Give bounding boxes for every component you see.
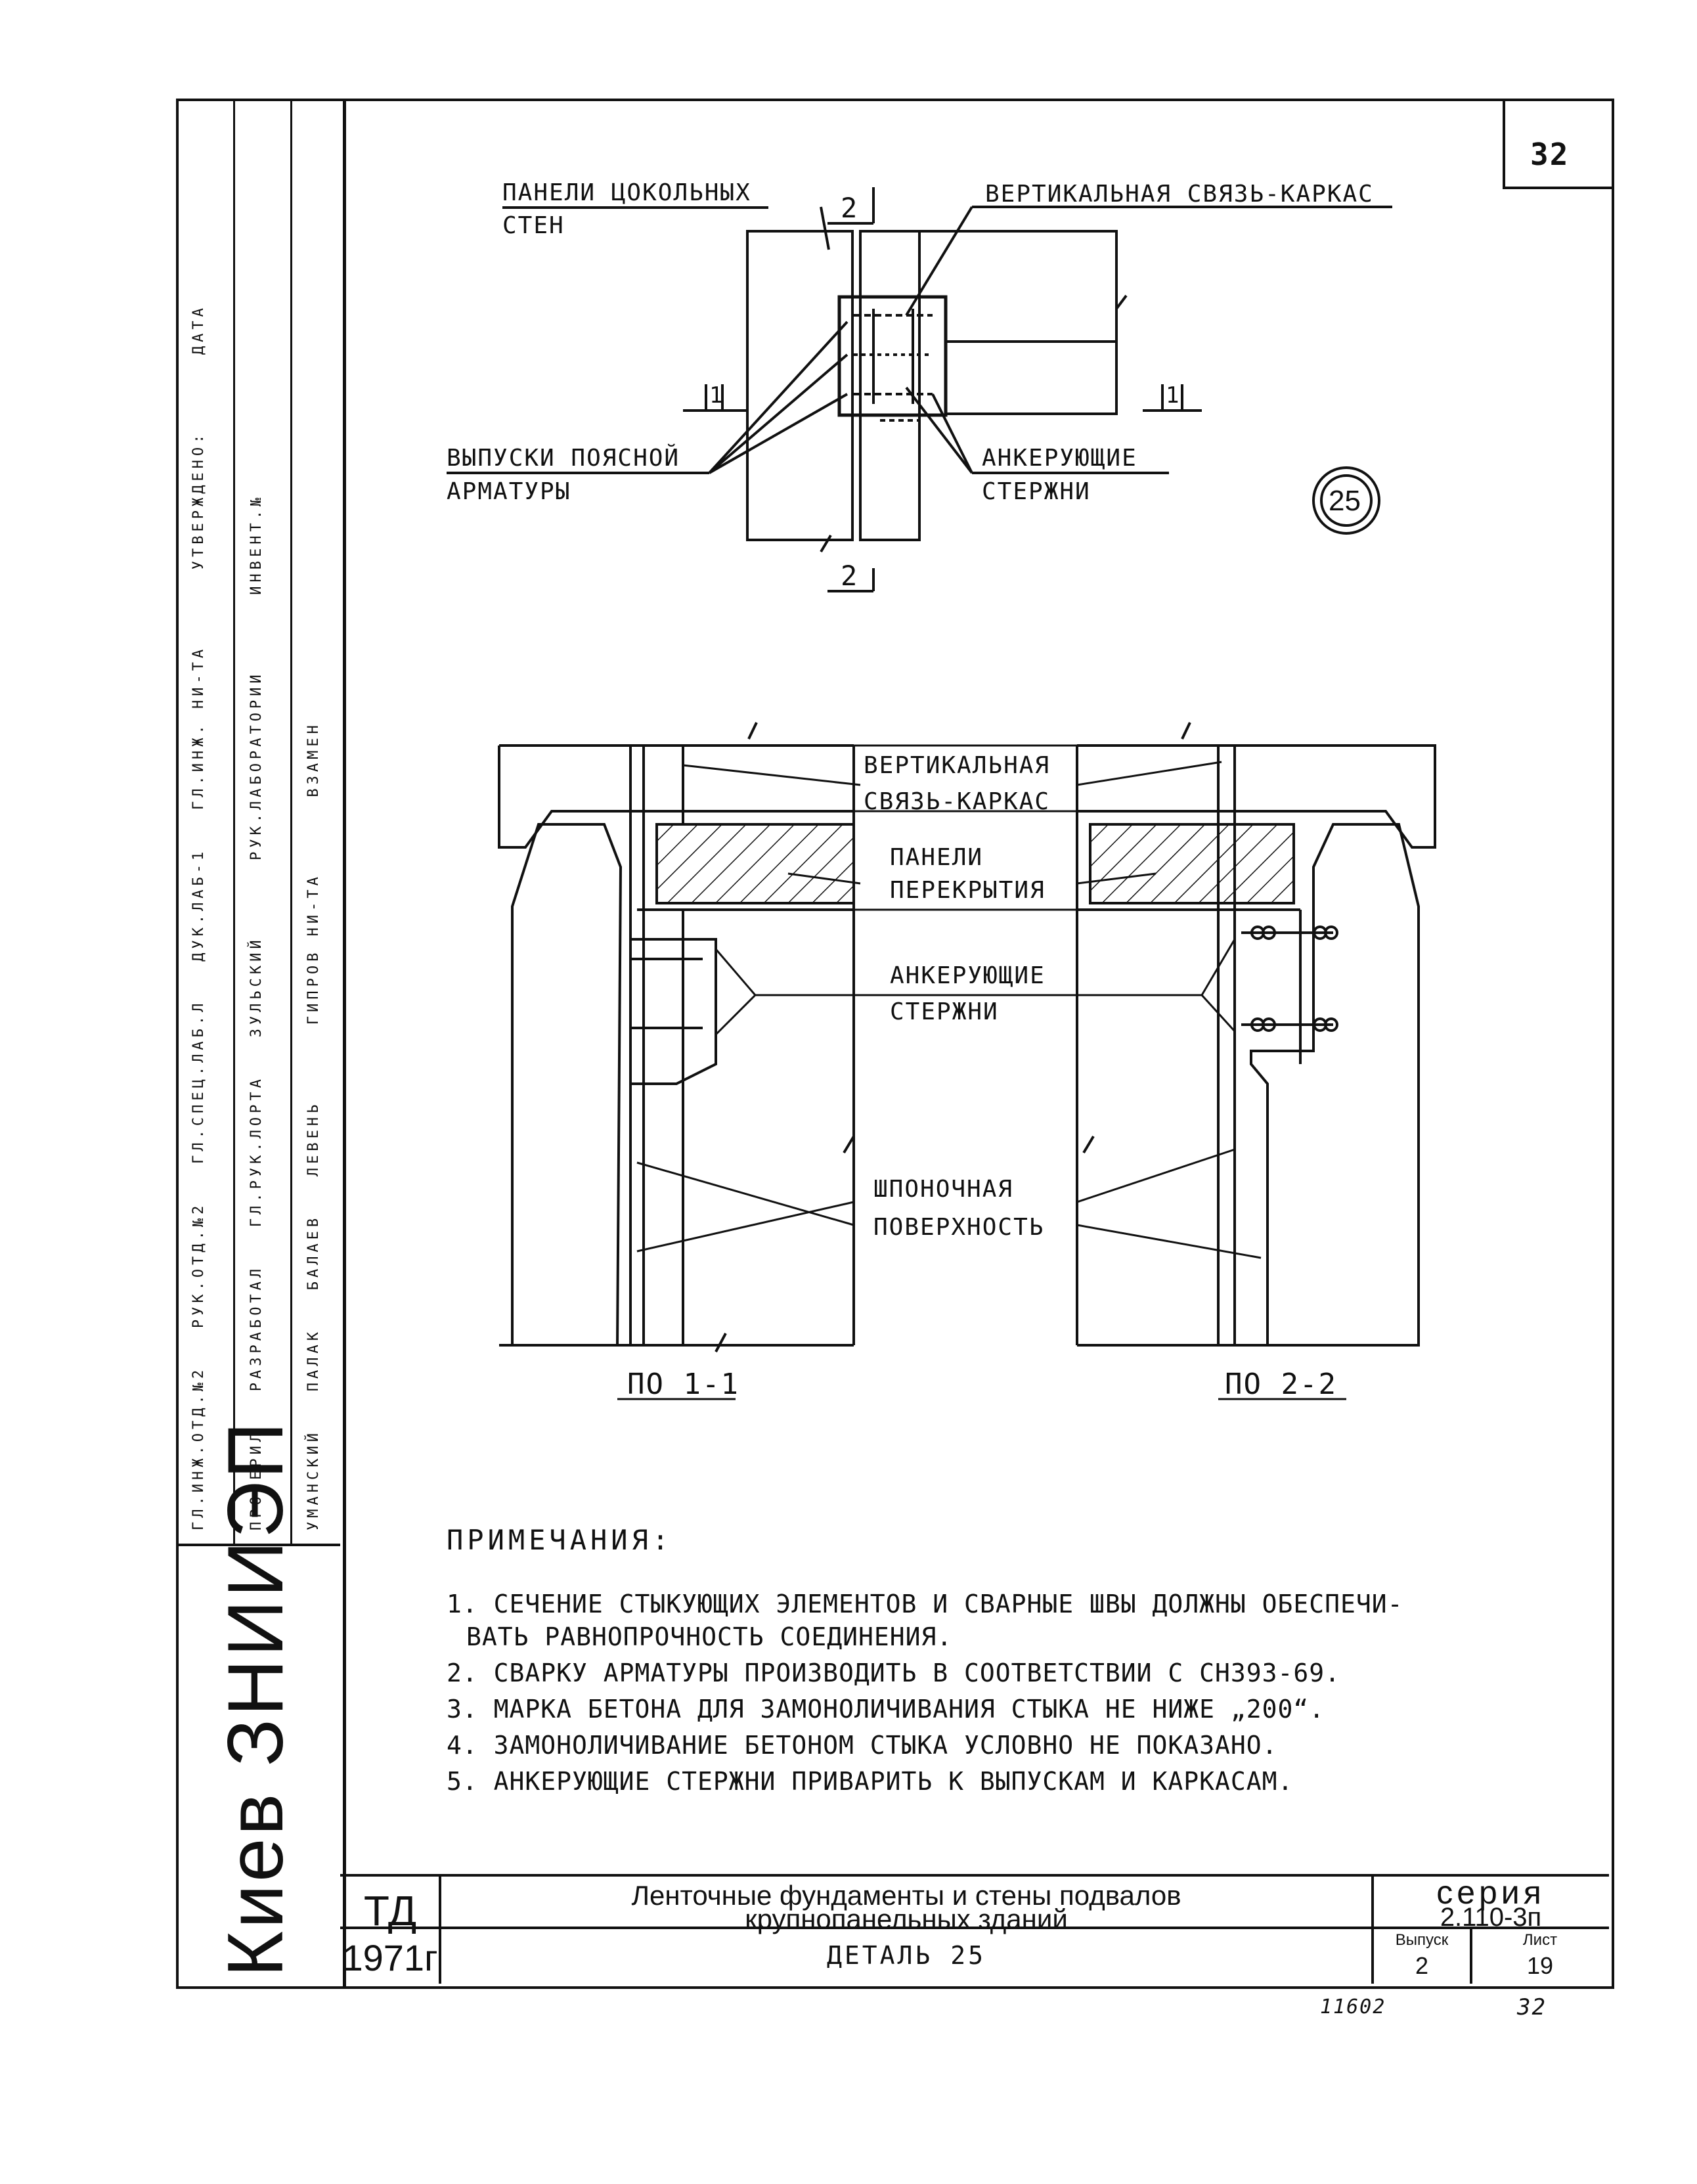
section-mark-1-right-label: 1 [1166,382,1181,409]
leader-vertical [905,206,973,317]
section-left-title: ПО 1-1 [627,1368,739,1401]
label-vertical-1: ВЕРТИКАЛЬНАЯ [864,752,1051,779]
tb-title-2: крупнопанельных зданий [745,1904,1068,1934]
footer-page-copy: 32 [1517,1994,1547,2020]
tb-sheet-label: Лист [1522,1931,1558,1949]
side-stamp-col-lines [290,99,292,1544]
section-mark-2-bottom: 2 [841,560,859,592]
tb-code: ТД [363,1887,417,1934]
note-4: 4. ЗАМОНОЛИЧИВАНИЕ БЕТОНОМ СТЫКА УСЛОВНО… [447,1731,1278,1760]
title-block [340,1874,1609,1984]
note-1: 1. СЕЧЕНИЕ СТЫКУЮЩИХ ЭЛЕМЕНТОВ И СВАРНЫЕ… [447,1590,1403,1618]
leader-belt-2 [708,353,848,474]
floor-panel-right [1089,823,1295,904]
top-detail [447,187,1392,592]
note-3: 3. МАРКА БЕТОНА ДЛЯ ЗАМОНОЛИЧИВАНИЯ СТЫК… [447,1695,1325,1724]
leader-plinth [820,206,830,250]
label-key-2: ПОВЕРХНОСТЬ [873,1214,1045,1241]
leader-belt-1 [708,321,848,474]
section-1-1 [498,722,855,1352]
section-right-title: ПО 2-2 [1225,1368,1337,1401]
tb-year: 1971г [342,1937,438,1978]
section-2-2 [1076,722,1436,1347]
wall-left-outline [511,823,623,1347]
joint-box [837,295,948,417]
label-vertical-2: СВЯЗЬ-КАРКАС [864,788,1051,815]
label-belt-reinf-1: ВЫПУСКИ ПОЯСНОЙ [447,445,680,472]
label-key-1: ШПОНОЧНАЯ [873,1176,1014,1203]
label-vertical-link: ВЕРТИКАЛЬНАЯ СВЯЗЬ-КАРКАС [985,181,1374,208]
tb-series-label: серия [1436,1874,1545,1911]
note-1-cont: ВАТЬ РАВНОПРОЧНОСТЬ СОЕДИНЕНИЯ. [466,1622,953,1651]
floor-panel-left [655,823,855,904]
label-panels-1: ПАНЕЛИ [890,844,984,871]
plinth-panel-right [859,230,921,541]
tb-series-value: 2.110-3п [1440,1903,1542,1932]
label-belt-reinf-2: АРМАТУРЫ [447,478,571,505]
detail-circle-inner [1320,474,1373,527]
leader-anchor-1 [905,386,973,474]
page-number-box [1503,99,1612,189]
label-anchor-top-2: СТЕРЖНИ [982,478,1091,505]
plinth-panel-left [746,230,854,541]
side-stamp-strip [176,99,346,1989]
label-anchor-2: СТЕРЖНИ [890,998,999,1025]
note-5: 5. АНКЕРУЮЩИЕ СТЕРЖНИ ПРИВАРИТЬ К ВЫПУСК… [447,1767,1294,1796]
tb-sheet-value: 19 [1526,1952,1554,1979]
label-plinth-panels-2: СТЕН [502,212,565,239]
note-2: 2. СВАРКУ АРМАТУРЫ ПРОИЗВОДИТЬ В СООТВЕТ… [447,1659,1341,1687]
tb-issue-label: Выпуск [1395,1931,1449,1949]
label-anchor-top-1: АНКЕРУЮЩИЕ [982,445,1137,472]
footer-inventory: 11602 [1320,1995,1386,2018]
floor-slab [919,230,1118,415]
tb-detail: ДЕТАЛЬ 25 [827,1941,986,1970]
page-number: 32 [1530,137,1570,172]
bottom-leaders [617,744,1346,1400]
label-plinth-panels-1: ПАНЕЛИ ЦОКОЛЬНЫХ [502,179,751,206]
side-stamp-col-lines [233,99,235,1544]
section-mark-2-top: 2 [841,192,859,224]
side-stamp-org-divider [176,1544,340,1546]
notes-title: ПРИМЕЧАНИЯ: [447,1524,673,1556]
tb-issue-value: 2 [1415,1952,1429,1979]
leader-anchor-2 [931,393,973,474]
section-mark-1-left-label: 1 [709,382,724,409]
detail-number: 25 [1329,485,1361,517]
label-panels-2: ПЕРЕКРЫТИЯ [890,877,1046,904]
label-anchor-1: АНКЕРУЮЩИЕ [890,962,1046,989]
detail-circle-outer [1312,466,1380,535]
tb-title-1: Ленточные фундаменты и стены подвалов [631,1880,1181,1911]
leader-belt-3 [709,393,848,474]
